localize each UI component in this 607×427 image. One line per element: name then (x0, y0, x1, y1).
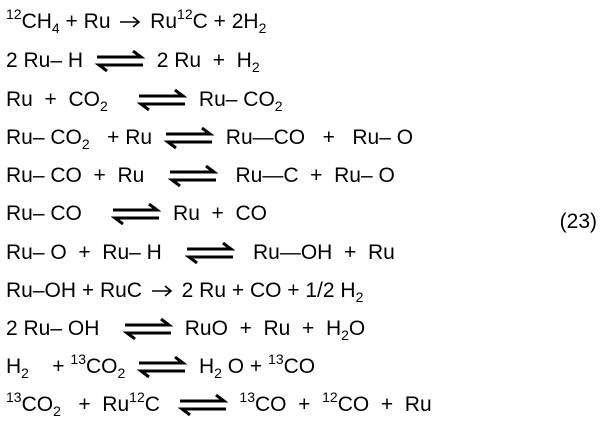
equilibrium-arrow-icon (177, 394, 228, 417)
subscript: 2 (251, 59, 260, 75)
superscript: 12 (322, 389, 338, 405)
formula-text: + Ru (60, 393, 130, 416)
superscript: 12 (129, 389, 145, 405)
equation-line-10: H2 + 13CO2 H2 O + 13CO (6, 349, 315, 385)
formula-text: + Ru (59, 10, 117, 33)
equilibrium-arrow-icon (167, 165, 218, 188)
formula-text: + (28, 355, 71, 378)
formula-text: Ru (144, 10, 178, 33)
reaction-arrow-icon (118, 11, 142, 33)
formula-text: Ru—OH + Ru (241, 241, 395, 264)
formula-text (125, 349, 131, 385)
formula-text: Ru– CO (193, 88, 275, 111)
equation-line-6: Ru– CO Ru + CO (6, 196, 267, 232)
equilibrium-arrow-icon (137, 356, 188, 379)
equilibrium-arrow-icon (163, 127, 214, 150)
subscript: 2 (99, 98, 108, 114)
formula-text: CO (283, 355, 316, 378)
formula-text: Ru– CO + Ru (6, 164, 162, 187)
superscript: 13 (268, 351, 284, 367)
formula-text: 2 Ru + CO + 1/2 H (175, 279, 356, 302)
formula-text: Ru + CO (6, 88, 100, 111)
equation-number: (23) (559, 210, 597, 233)
equilibrium-arrow-icon (94, 50, 145, 73)
formula-text: CH (21, 10, 52, 33)
formula-text: + Ru (89, 126, 158, 149)
equilibrium-arrow-icon (185, 242, 236, 265)
subscript: 2 (258, 20, 267, 36)
equilibrium-arrow-icon (122, 318, 173, 341)
equation-line-11: 13CO2 + Ru12C 13CO + 12CO + Ru (6, 387, 432, 423)
subscript: 4 (51, 20, 60, 36)
subscript: 2 (274, 98, 283, 114)
formula-text: H (6, 355, 22, 378)
superscript: 13 (239, 389, 255, 405)
formula-text: H (193, 355, 215, 378)
formula-text: 2 Ru– OH (6, 317, 117, 340)
formula-text: Ru– CO (6, 202, 106, 225)
formula-text: CO (85, 355, 118, 378)
formula-text: CO (21, 393, 54, 416)
subscript: 2 (355, 289, 364, 305)
formula-text: Ru– O + Ru– H (6, 241, 180, 264)
subscript: 2 (214, 365, 222, 381)
formula-text: 2 Ru + H (150, 49, 252, 72)
superscript: 13 (70, 351, 86, 367)
formula-text (108, 82, 131, 118)
equation-line-1: 12CH4 + Ru Ru12C + 2H2 (6, 4, 266, 40)
equation-line-2: 2 Ru– H 2 Ru + H2 (6, 43, 260, 79)
superscript: 12 (177, 6, 193, 22)
formula-text: Ru—CO + Ru– O (219, 126, 414, 149)
subscript: 2 (53, 403, 61, 419)
subscript: 2 (21, 365, 29, 381)
formula-text: RuO + Ru + H (178, 317, 342, 340)
equation-line-4: Ru– CO2 + Ru Ru—CO + Ru– O (6, 120, 413, 156)
subscript: 2 (117, 365, 126, 381)
equation-line-7: Ru– O + Ru– H Ru—OH + Ru (6, 235, 395, 271)
superscript: 12 (6, 6, 22, 22)
equation-line-8: Ru–OH + RuC 2 Ru + CO + 1/2 H2 (6, 273, 363, 309)
formula-text: C (144, 393, 172, 416)
formula-text: Ru–OH + RuC (6, 279, 148, 302)
equation-line-5: Ru– CO + Ru Ru—C + Ru– O (6, 158, 395, 194)
formula-text: Ru—C + Ru– O (223, 164, 395, 187)
formula-text: 2 Ru– H (6, 49, 89, 72)
subscript: 2 (341, 327, 349, 343)
formula-text: Ru + CO (167, 202, 267, 225)
equation-line-9: 2 Ru– OH RuO + Ru + H2O (6, 311, 365, 347)
superscript: 13 (6, 389, 22, 405)
formula-text: C + 2H (192, 10, 259, 33)
equation-line-3: Ru + CO2 Ru– CO2 (6, 82, 283, 118)
subscript: 2 (81, 136, 90, 152)
equilibrium-arrow-icon (137, 89, 188, 112)
formula-text: CO + (255, 393, 323, 416)
equilibrium-arrow-icon (111, 203, 162, 226)
formula-text: O (348, 317, 366, 340)
reaction-arrow-icon (150, 280, 174, 302)
formula-text: O + (221, 355, 269, 378)
formula-text: CO + Ru (337, 393, 432, 416)
formula-text: Ru– CO (6, 126, 82, 149)
